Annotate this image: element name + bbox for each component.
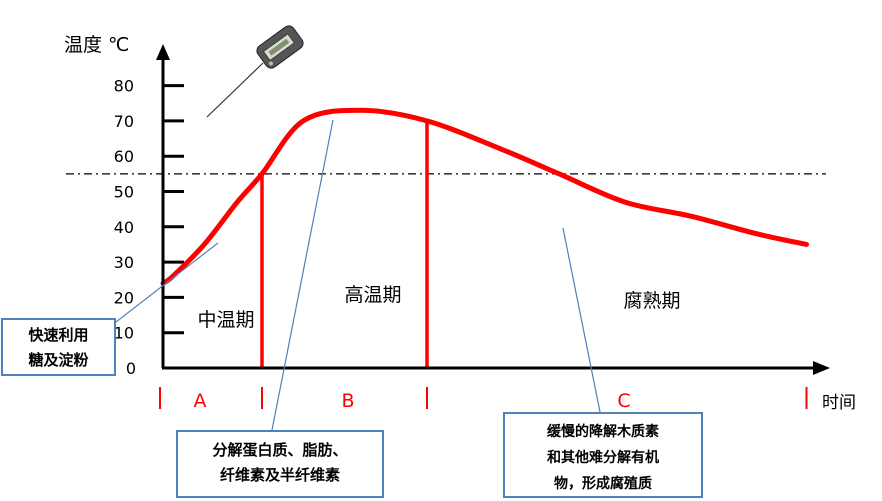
- callout-line: 纤维素及半纤维素: [219, 466, 340, 484]
- y-tick-label: 30: [114, 253, 134, 272]
- thermometer-icon: [206, 25, 304, 118]
- phase-label: 中温期: [197, 309, 254, 331]
- callout-line: 分解蛋白质、脂肪、: [212, 441, 348, 459]
- phase-markers: [159, 387, 808, 409]
- temperature-curve: [160, 107, 809, 286]
- annotation-pointers: [115, 119, 601, 431]
- phase-label: 高温期: [344, 284, 401, 306]
- y-tick-label: 10: [114, 324, 134, 343]
- y-tick-label: 0: [126, 359, 136, 378]
- pointer-left: [115, 242, 219, 323]
- y-tick-label: 60: [114, 147, 134, 166]
- phase-letter: C: [617, 390, 630, 412]
- pointer-bottom: [271, 119, 334, 431]
- x-axis-arrow: [813, 361, 830, 375]
- phase-labels: A 中温期 B 高温期 C 腐熟期: [194, 284, 681, 412]
- phase-label: 腐熟期: [623, 290, 680, 312]
- callout-line: 和其他难分解有机: [547, 450, 659, 466]
- callout-bottom: 分解蛋白质、脂肪、 纤维素及半纤维素: [176, 430, 384, 498]
- y-tick-label: 40: [114, 218, 134, 237]
- y-axis-tick-labels: 0 10 20 30 40 50 60 70 80: [114, 77, 136, 378]
- y-axis-arrow: [156, 44, 170, 60]
- callout-line: 物，形成腐殖质: [554, 476, 652, 492]
- phase-boundary-lines: [260, 120, 429, 368]
- callout-line: 快速利用: [28, 326, 89, 344]
- callout-line: 糖及淀粉: [28, 351, 89, 369]
- y-tick-label: 50: [114, 183, 134, 202]
- y-axis-title: 温度 ℃: [64, 34, 129, 56]
- callout-left: 快速利用 糖及淀粉: [1, 318, 116, 376]
- callout-right: 缓慢的降解木质素 和其他难分解有机 物，形成腐殖质: [503, 412, 703, 498]
- y-tick-label: 70: [114, 112, 134, 131]
- phase-letter: B: [341, 390, 354, 412]
- callout-line: 缓慢的降解木质素: [547, 424, 659, 440]
- y-axis-ticks: [163, 84, 184, 335]
- y-tick-label: 20: [114, 288, 134, 307]
- pointer-right: [562, 227, 601, 413]
- y-tick-label: 80: [114, 77, 134, 96]
- phase-letter: A: [194, 390, 207, 412]
- x-axis-title: 时间: [822, 393, 856, 413]
